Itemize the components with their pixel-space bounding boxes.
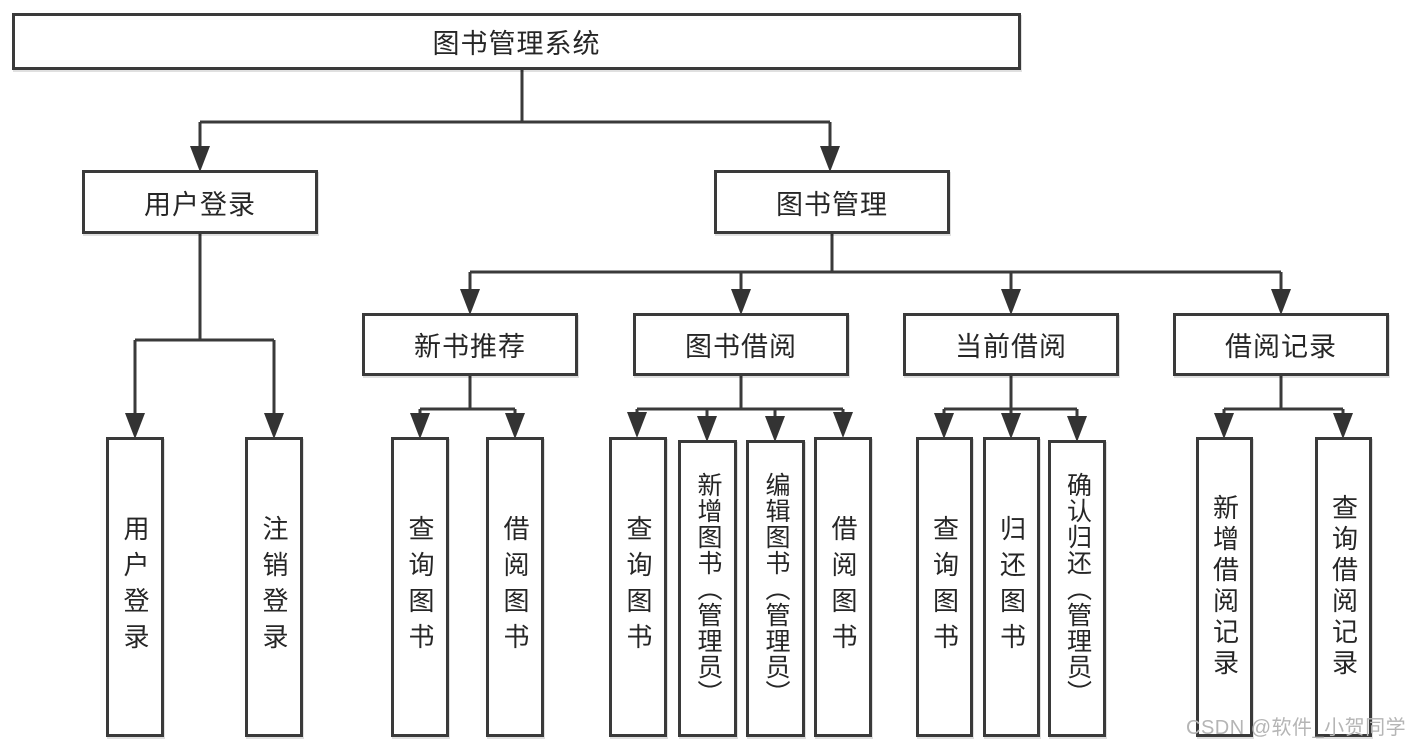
arrow-icon [697, 416, 717, 442]
node-book-management-label: 图书管理 [776, 189, 888, 220]
node-current-borrow: 当前借阅 [903, 313, 1119, 376]
arrow-icon [264, 413, 284, 439]
node-borrow-records-label: 借阅记录 [1225, 332, 1337, 362]
leaf-logout-label: 注销登录 [259, 515, 289, 659]
leaf-nb-query-books-label: 查询图书 [405, 515, 435, 659]
leaf-bb-borrow-books-label: 借阅图书 [828, 515, 858, 659]
arrowheads [125, 146, 1353, 442]
node-book-borrow-label: 图书借阅 [685, 332, 797, 362]
leaf-br-add-record: 新增借阅记录 [1196, 437, 1253, 737]
node-new-book-recommend: 新书推荐 [362, 313, 578, 376]
arrow-icon [1001, 289, 1021, 315]
leaf-bb-edit-books-admin: 编辑图书（管理员） [746, 440, 805, 737]
leaf-bb-add-books-admin: 新增图书（管理员） [678, 440, 737, 737]
arrow-icon [934, 413, 954, 439]
node-user-login-label: 用户登录 [144, 189, 256, 220]
leaf-bb-add-books-admin-label: 新增图书（管理员） [694, 471, 722, 706]
arrow-icon [505, 413, 525, 439]
arrow-icon [765, 416, 785, 442]
leaf-cb-query-books-label: 查询图书 [929, 515, 960, 659]
leaf-user-login-label: 用户登录 [120, 515, 150, 659]
leaf-cb-return-books: 归还图书 [983, 437, 1040, 737]
arrow-icon [1333, 413, 1353, 439]
arrow-icon [125, 413, 145, 439]
arrow-icon [627, 412, 647, 438]
leaf-br-query-record-label: 查询借阅记录 [1328, 494, 1359, 680]
arrow-icon [731, 289, 751, 315]
leaf-cb-confirm-return-admin: 确认归还（管理员） [1048, 440, 1106, 737]
leaf-nb-query-books: 查询图书 [391, 437, 449, 737]
node-book-management: 图书管理 [714, 170, 950, 234]
arrow-icon [1271, 289, 1291, 315]
arrow-icon [1001, 413, 1021, 439]
leaf-cb-return-books-label: 归还图书 [996, 515, 1027, 659]
leaf-user-login: 用户登录 [106, 437, 164, 737]
node-new-book-recommend-label: 新书推荐 [414, 332, 526, 362]
arrow-icon [833, 412, 853, 438]
leaf-bb-borrow-books: 借阅图书 [814, 437, 872, 737]
leaf-bb-edit-books-admin-label: 编辑图书（管理员） [762, 471, 790, 706]
leaf-cb-query-books: 查询图书 [916, 437, 973, 737]
arrow-icon [820, 146, 840, 172]
node-book-borrow: 图书借阅 [633, 313, 849, 376]
arrow-icon [410, 413, 430, 439]
leaf-logout: 注销登录 [245, 437, 303, 737]
watermark: CSDN @软件_小贺同学 [1186, 717, 1405, 739]
leaf-br-add-record-label: 新增借阅记录 [1209, 494, 1240, 680]
leaf-cb-confirm-return-admin-label: 确认归还（管理员） [1063, 471, 1092, 706]
arrow-icon [190, 146, 210, 172]
arrow-icon [460, 289, 480, 315]
node-root-label: 图书管理系统 [432, 29, 601, 59]
node-user-login: 用户登录 [82, 170, 318, 234]
node-borrow-records: 借阅记录 [1173, 313, 1389, 376]
node-current-borrow-label: 当前借阅 [955, 332, 1067, 362]
node-root: 图书管理系统 [12, 13, 1021, 70]
leaf-nb-borrow-books: 借阅图书 [486, 437, 544, 737]
leaf-bb-query-books: 查询图书 [609, 437, 667, 737]
leaf-bb-query-books-label: 查询图书 [623, 515, 653, 659]
leaf-nb-borrow-books-label: 借阅图书 [500, 515, 530, 659]
leaf-br-query-record: 查询借阅记录 [1315, 437, 1372, 737]
arrow-icon [1067, 416, 1087, 442]
arrow-icon [1214, 413, 1234, 439]
